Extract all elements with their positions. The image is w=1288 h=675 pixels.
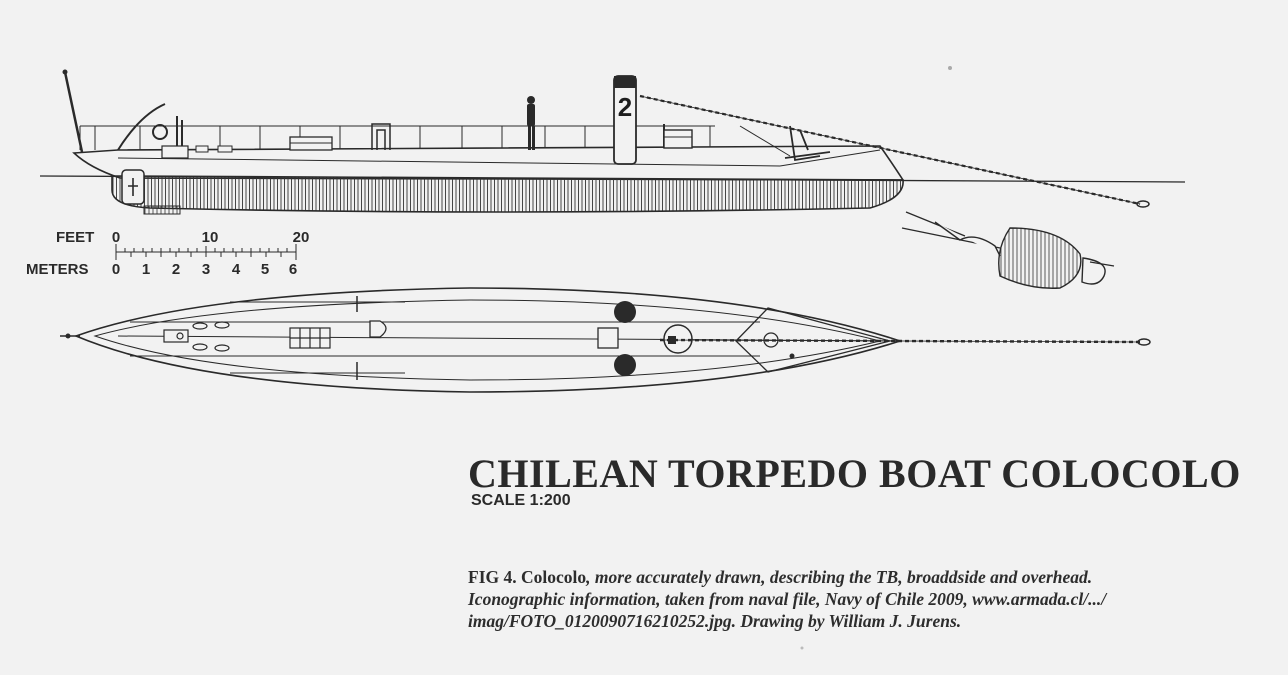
overhead-view [60,287,1151,393]
bow-mast [63,71,84,153]
meters-tick: 1 [142,261,150,278]
feet-tick-0: 0 [112,229,120,246]
vent-circle [614,354,636,376]
figure-caption: FIG 4. Colocolo, more accurately drawn, … [468,566,1268,632]
stern-davit [117,103,166,151]
caption-line-3: imag/FOTO_0120090716210252.jpg. Drawing … [468,611,962,631]
meters-tick: 6 [289,261,297,278]
vent-circle [614,301,636,323]
caption-line-2: Iconographic information, taken from nav… [468,589,1107,609]
meters-label: METERS [26,261,89,278]
caption-fig: FIG 4. [468,567,517,587]
skylight-grid [289,327,331,349]
keel-block [143,205,181,215]
deck-railing [79,125,715,150]
meters-tick: 2 [172,261,180,278]
caption-ship-name: Colocolo [521,567,587,587]
hull-number: 2 [618,92,632,122]
scale-bar: FEET 0 10 20 METERS 0 1 2 [26,229,309,278]
human-figure [527,96,535,150]
scale-label: SCALE 1:200 [471,492,571,509]
caption-line1-rest: , more accurately drawn, describing the … [586,567,1093,587]
life-ring-icon [152,124,168,140]
caption-line-1: FIG 4. Colocolo, more accurately drawn, … [468,566,1268,588]
meters-tick: 4 [232,261,241,278]
drawing-title: CHILEAN TORPEDO BOAT COLOCOLO [468,451,1241,496]
meters-tick: 5 [261,261,269,278]
feet-label: FEET [56,229,94,246]
feet-tick-10: 10 [202,229,219,246]
funnel [613,75,637,165]
ventilator [371,123,391,150]
spar-torpedo-pole [639,94,1141,206]
side-view [39,69,1186,289]
meters-tick: 0 [112,261,120,278]
meters-tick: 3 [202,261,210,278]
hull-underwater [111,175,904,213]
feet-tick-20: 20 [293,229,310,246]
torpedo-detail [901,211,1115,289]
